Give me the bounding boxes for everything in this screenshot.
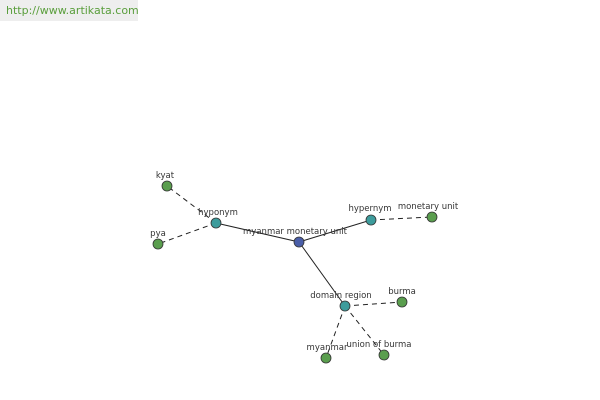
term-pya-label: pya bbox=[150, 229, 166, 239]
edge-center-hyponym bbox=[215, 222, 300, 243]
edge-domain-union-of-burma bbox=[344, 305, 385, 356]
edge-hypernym-monetary-unit bbox=[370, 216, 433, 221]
term-monetary-unit-node[interactable] bbox=[426, 211, 438, 223]
term-kyat-node[interactable] bbox=[161, 180, 173, 192]
term-myanmar-node[interactable] bbox=[320, 352, 332, 364]
relation-hypernym-label: hypernym bbox=[348, 204, 391, 214]
term-burma-label: burma bbox=[388, 287, 416, 297]
edge-center-hypernym bbox=[298, 219, 372, 243]
relation-hyponym-label: hyponym bbox=[198, 208, 238, 218]
term-monetary-unit-label: monetary unit bbox=[398, 202, 459, 212]
relation-hypernym-node[interactable] bbox=[365, 214, 377, 226]
edge-domain-burma bbox=[344, 301, 403, 307]
graph-nodes bbox=[152, 180, 438, 364]
graph-edges bbox=[157, 185, 433, 359]
center-term-label: myanmar monetary unit bbox=[243, 227, 348, 237]
edge-hyponym-pya bbox=[157, 222, 217, 245]
relation-hyponym-node[interactable] bbox=[210, 217, 222, 229]
term-union-of-burma-node[interactable] bbox=[378, 349, 390, 361]
term-kyat-label: kyat bbox=[156, 171, 175, 181]
relation-domain-node[interactable] bbox=[339, 300, 351, 312]
edge-domain-myanmar bbox=[325, 305, 346, 359]
term-myanmar-label: myanmar bbox=[307, 343, 348, 353]
term-union-of-burma-label: union of burma bbox=[347, 340, 412, 350]
source-link[interactable]: http://www.artikata.com bbox=[0, 0, 139, 21]
edge-center-domain bbox=[298, 241, 346, 307]
term-pya-node[interactable] bbox=[152, 238, 164, 250]
center-term-node[interactable] bbox=[293, 236, 305, 248]
edge-hyponym-kyat bbox=[166, 185, 217, 224]
term-burma-node[interactable] bbox=[396, 296, 408, 308]
graph-labels: myanmar monetary unit hyponym hypernym doma… bbox=[150, 171, 459, 353]
relation-domain-label: domain region bbox=[310, 291, 371, 301]
